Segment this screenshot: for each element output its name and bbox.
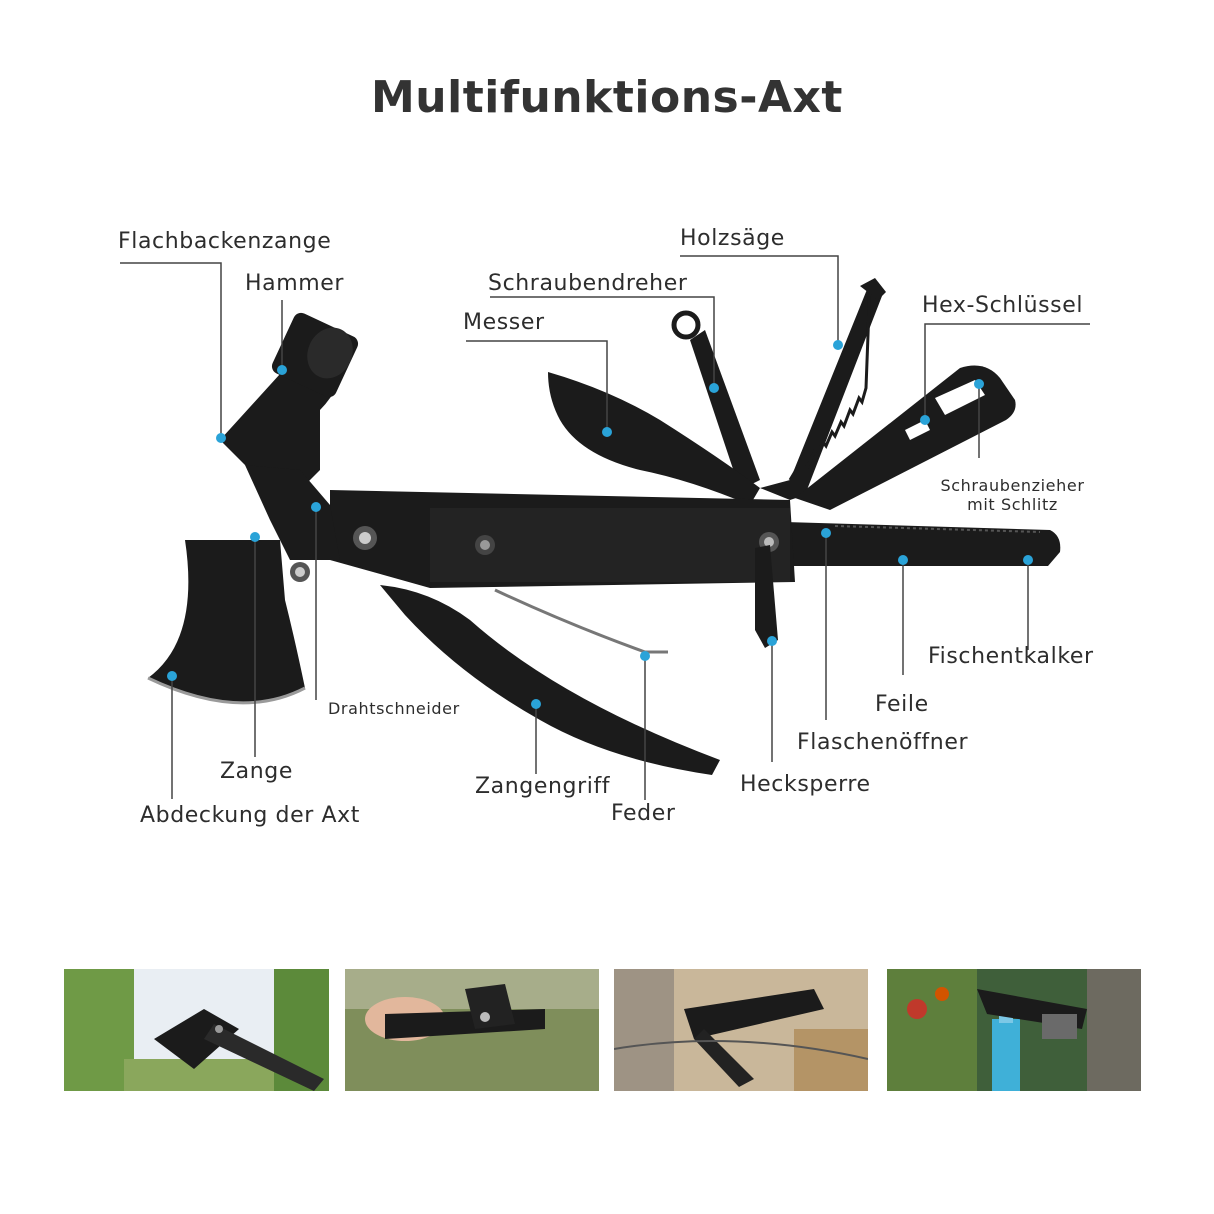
label-schraubendreher: Schraubendreher — [488, 271, 688, 296]
photo-cutting-wire — [614, 969, 868, 1091]
file-tool — [785, 522, 1061, 566]
label-zangengriff: Zangengriff — [475, 774, 611, 799]
dot-feile — [898, 555, 908, 565]
label-abdeckung: Abdeckung der Axt — [140, 803, 360, 828]
leader-lines — [120, 255, 1090, 800]
dot-drahtschneider — [311, 502, 321, 512]
label-holzsaege: Holzsäge — [680, 226, 785, 251]
dot-schraubendreher — [709, 383, 719, 393]
pliers-handle — [380, 585, 720, 775]
callout-dots — [167, 340, 1033, 709]
label-feder: Feder — [611, 801, 676, 826]
saw-teeth — [788, 281, 872, 481]
label-flaschenoeffner: Flaschenöffner — [797, 730, 969, 755]
label-schraubenzieher: Schraubenzieher mit Schlitz — [925, 476, 1100, 514]
label-flachbackenzange: Flachbackenzange — [118, 229, 332, 254]
photo-opening-bottle — [887, 969, 1141, 1091]
multitool-diagram — [120, 255, 1090, 800]
page-title: Multifunktions-Axt — [371, 72, 843, 123]
saw-blade — [760, 282, 882, 500]
photo-strip — [0, 969, 1214, 1091]
dot-abdeckung — [167, 671, 177, 681]
dot-hecksperre — [767, 636, 777, 646]
label-drahtschneider: Drahtschneider — [328, 699, 460, 718]
dot-zange — [250, 532, 260, 542]
dot-feder — [640, 651, 650, 661]
label-fischentkalker: Fischentkalker — [928, 644, 1094, 669]
spring — [494, 588, 668, 654]
multitool-illustration — [147, 278, 1061, 775]
photo-pliers-in-hand — [345, 969, 599, 1091]
dot-hammer — [277, 365, 287, 375]
label-messer: Messer — [463, 310, 545, 335]
dot-flachbackenzange — [216, 433, 226, 443]
dot-zangengriff — [531, 699, 541, 709]
dot-fischentkalker — [1023, 555, 1033, 565]
dot-flaschenoeffner — [821, 528, 831, 538]
label-hex-schluessel: Hex-Schlüssel — [922, 293, 1084, 318]
dot-holzsaege — [833, 340, 843, 350]
label-schraubenzieher-line1: Schraubenzieher — [940, 476, 1085, 495]
label-feile: Feile — [875, 692, 929, 717]
dot-hex-schluessel — [920, 415, 930, 425]
knife-blade — [548, 372, 760, 505]
label-schraubenzieher-line2: mit Schlitz — [967, 495, 1058, 514]
label-hecksperre: Hecksperre — [740, 772, 871, 797]
dot-schraubenzieher — [974, 379, 984, 389]
photo-axe-chopping-tree — [64, 969, 329, 1091]
screwdriver-blade — [690, 330, 760, 490]
lock-lever — [755, 545, 778, 648]
label-zange: Zange — [220, 759, 293, 784]
dot-messer — [602, 427, 612, 437]
saw-tip — [860, 278, 886, 300]
axe-head — [148, 540, 305, 702]
label-hammer: Hammer — [245, 271, 345, 296]
